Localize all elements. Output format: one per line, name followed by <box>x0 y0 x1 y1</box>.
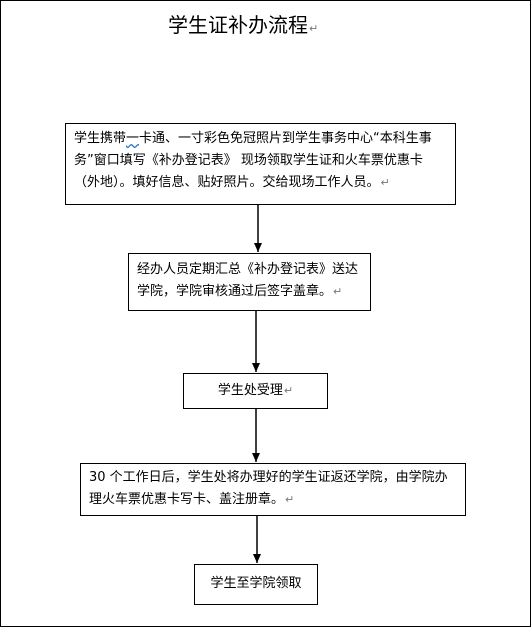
step-2-box: 经办人员定期汇总《补办登记表》送达学院，学院审核通过后签字盖章。↵ <box>128 253 371 311</box>
step-4-box: 30 个工作日后，学生处将办理好的学生证返还学院，由学院办理火车票优惠卡写卡、盖… <box>80 463 466 516</box>
paragraph-mark: ↵ <box>380 176 390 189</box>
paragraph-mark: ↵ <box>285 493 295 506</box>
paragraph-mark: ↵ <box>283 384 294 397</box>
step-1-prefix: 学生携带 <box>74 131 127 146</box>
step-2-text: 经办人员定期汇总《补办登记表》送达学院，学院审核通过后签字盖章。 <box>137 262 359 299</box>
step-1-wavy-text: 一 <box>126 131 140 146</box>
step-5-box: 学生至学院领取 <box>194 564 318 605</box>
step-3-box: 学生处受理↵ <box>183 373 328 409</box>
step-5-text: 学生至学院领取 <box>210 576 302 591</box>
step-1-box: 学生携带一卡通、一寸彩色免冠照片到学生事务中心“本科生事务”窗口填写《补办登记表… <box>65 123 456 205</box>
flowchart-title: 学生证补办流程↵ <box>168 13 319 37</box>
step-1-text: 卡通、一寸彩色免冠照片到学生事务中心“本科生事务”窗口填写《补办登记表》 现场领… <box>74 131 432 190</box>
step-4-text: 30 个工作日后，学生处将办理好的学生证返还学院，由学院办理火车票优惠卡写卡、盖… <box>89 470 448 507</box>
paragraph-mark: ↵ <box>333 285 343 298</box>
step-3-text: 学生处受理 <box>217 383 283 398</box>
